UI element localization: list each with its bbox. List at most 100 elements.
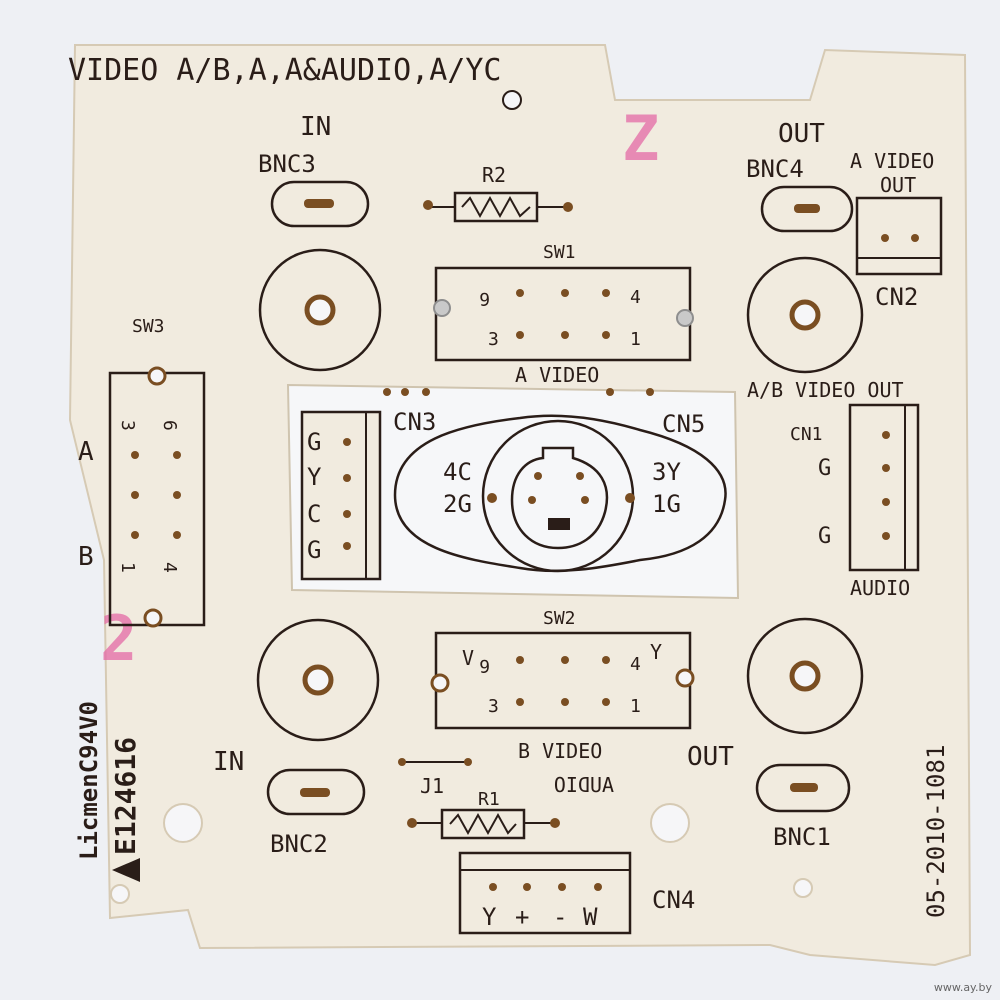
bnc3-label: BNC3	[258, 150, 316, 178]
pink-stamp-top: Z	[622, 102, 659, 175]
sw3-b-label: B	[78, 542, 94, 572]
r1-label: R1	[478, 789, 500, 810]
ab-video-out-label: A/B VIDEO OUT	[747, 378, 904, 402]
in-label-bottom: IN	[213, 747, 244, 777]
bnc1-pad	[790, 783, 818, 792]
sw3-pin-6: 6	[159, 420, 180, 431]
audio-label: AUDIO	[850, 576, 910, 600]
cn4-outline	[458, 851, 632, 935]
date-code: 05-2010-1081	[922, 745, 950, 918]
board-title: VIDEO A/B,A,A&AUDIO,A/YC	[68, 53, 501, 88]
r2-label: R2	[482, 163, 506, 187]
svideo-pads	[487, 472, 635, 504]
sw1-solder-blob-right	[676, 309, 694, 327]
cn2-label: CN2	[875, 283, 918, 311]
sw1-pin-6: 6	[479, 288, 490, 309]
j1-pad-left	[398, 758, 406, 766]
mount-hole-left	[163, 803, 203, 843]
bnc3-ring	[258, 248, 382, 372]
cn2-pad-1	[881, 234, 889, 242]
cn2-pad-2	[911, 234, 919, 242]
sw2-hole-left	[430, 673, 450, 693]
cn4-pads	[489, 883, 602, 891]
r2-pad-left	[423, 200, 433, 210]
cn1-outline	[848, 403, 920, 572]
out-label-bottom: OUT	[687, 742, 734, 772]
cn5-label: CN5	[662, 410, 705, 438]
cn4-pin-y: Y	[482, 903, 497, 931]
bnc1-slot	[755, 763, 851, 813]
r1-pad-left	[407, 818, 417, 828]
sw2-pin-6: 6	[479, 655, 490, 676]
cn3-pin-g1: G	[307, 428, 321, 456]
svideo-pin-2g: 2G	[443, 490, 472, 518]
sw2-v-label: V	[462, 646, 474, 670]
a-video-label: A VIDEO	[515, 363, 599, 387]
svideo-flange	[393, 414, 727, 573]
cn1-pin-g2: G	[818, 524, 831, 549]
sw3-label: SW3	[132, 316, 165, 337]
cn4-pin-minus: -	[553, 903, 567, 931]
r2-pad-right	[563, 202, 573, 212]
bnc3-hole	[304, 294, 336, 326]
bnc3-pad	[304, 199, 334, 208]
bnc4-pad	[794, 204, 820, 213]
cn4-label: CN4	[652, 886, 695, 914]
sw1-pin-1: 1	[630, 329, 641, 350]
ul-number: E124616	[109, 737, 142, 855]
bnc1-ring	[746, 617, 864, 735]
audio-mirrored-label: AUDIO	[554, 773, 614, 797]
bnc1-hole	[789, 660, 821, 692]
sw1-pads	[516, 289, 610, 339]
r1-pad-right	[550, 818, 560, 828]
cn2-outline	[855, 196, 943, 276]
top-row-vias	[383, 388, 654, 396]
cn3-label: CN3	[393, 408, 436, 436]
cn1-pin-g1: G	[818, 456, 831, 481]
svideo-body	[510, 446, 609, 550]
sw3-hole-bottom	[143, 608, 163, 628]
sw2-label: SW2	[543, 608, 576, 629]
sw1-solder-blob-left	[433, 299, 451, 317]
sw3-pin-4: 4	[159, 562, 180, 573]
sw3-pin-1: 1	[117, 562, 138, 573]
svideo-pin-3y: 3Y	[652, 458, 681, 486]
sw2-hole-right	[675, 668, 695, 688]
sw2-pads	[516, 656, 610, 706]
in-label-top: IN	[300, 112, 331, 142]
small-hole-right	[793, 878, 813, 898]
cn3-pin-g2: G	[307, 536, 321, 564]
sw1-pin-3: 3	[488, 329, 499, 350]
svideo-pin-1g: 1G	[652, 490, 681, 518]
j1-label: J1	[420, 774, 444, 798]
bnc2-label: BNC2	[270, 830, 328, 858]
sw1-pin-4: 4	[630, 287, 641, 308]
sw3-pads	[131, 451, 181, 539]
bnc4-label: BNC4	[746, 155, 804, 183]
bnc2-ring	[256, 618, 380, 742]
r2-zigzag	[461, 195, 531, 219]
sw1-label: SW1	[543, 242, 576, 263]
cn1-label: CN1	[790, 424, 823, 445]
sw2-pin-4: 4	[630, 654, 641, 675]
bnc2-hole	[302, 664, 334, 696]
bnc2-pad	[300, 788, 330, 797]
cn4-pin-plus: +	[515, 903, 529, 931]
cn2-title-line1: A VIDEO	[850, 149, 934, 173]
manufacturer-mark: LicmenC94V0	[75, 701, 103, 860]
sw3-a-label: A	[78, 437, 94, 467]
sw3-pin-3: 3	[117, 420, 138, 431]
watermark-credit: www.ay.by	[933, 981, 992, 994]
cn3-pin-c: C	[307, 500, 321, 528]
cn3-pin-y: Y	[307, 463, 322, 491]
sw2-y-label: Y	[650, 640, 662, 664]
cn1-pads	[882, 431, 890, 540]
bnc1-label: BNC1	[773, 823, 831, 851]
mount-hole-right	[650, 803, 690, 843]
sw2-pin-3: 3	[488, 696, 499, 717]
bnc3-slot	[270, 180, 370, 228]
cn4-pin-w: W	[583, 903, 598, 931]
out-label-top: OUT	[778, 119, 825, 149]
